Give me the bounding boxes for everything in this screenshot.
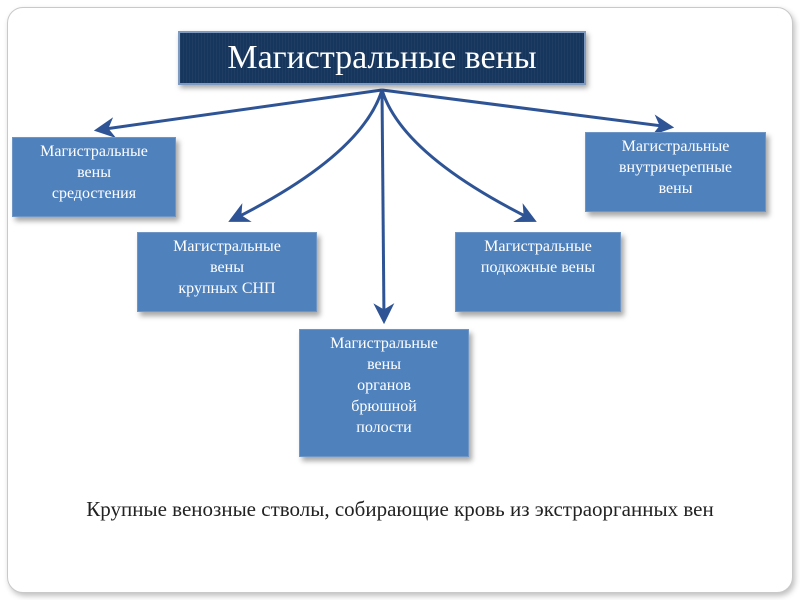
- diagram-title: Магистральные вены: [178, 31, 586, 85]
- arrow-to-subcutaneous: [380, 89, 537, 222]
- arrow-to-mediastinum: [93, 88, 383, 138]
- arrow-to-intracranial: [381, 88, 675, 136]
- node-mediastinum-veins: Магистральные вены средостения: [12, 137, 176, 217]
- definition-caption: Крупные венозные стволы, собирающие кров…: [0, 494, 800, 524]
- caption-text: Крупные венозные стволы, собирающие кров…: [86, 497, 714, 521]
- arrow-to-large-nerves: [228, 89, 384, 222]
- arrow-to-abdominal: [373, 89, 395, 325]
- node-subcutaneous-veins: Магистральные подкожные вены: [455, 232, 621, 312]
- node-intracranial-veins: Магистральные внутричерепные вены: [585, 132, 766, 212]
- node-abdominal-organ-veins: Магистральные вены органов брюшной полос…: [299, 329, 469, 457]
- node-large-nerve-veins: Магистральные вены крупных СНП: [137, 232, 317, 312]
